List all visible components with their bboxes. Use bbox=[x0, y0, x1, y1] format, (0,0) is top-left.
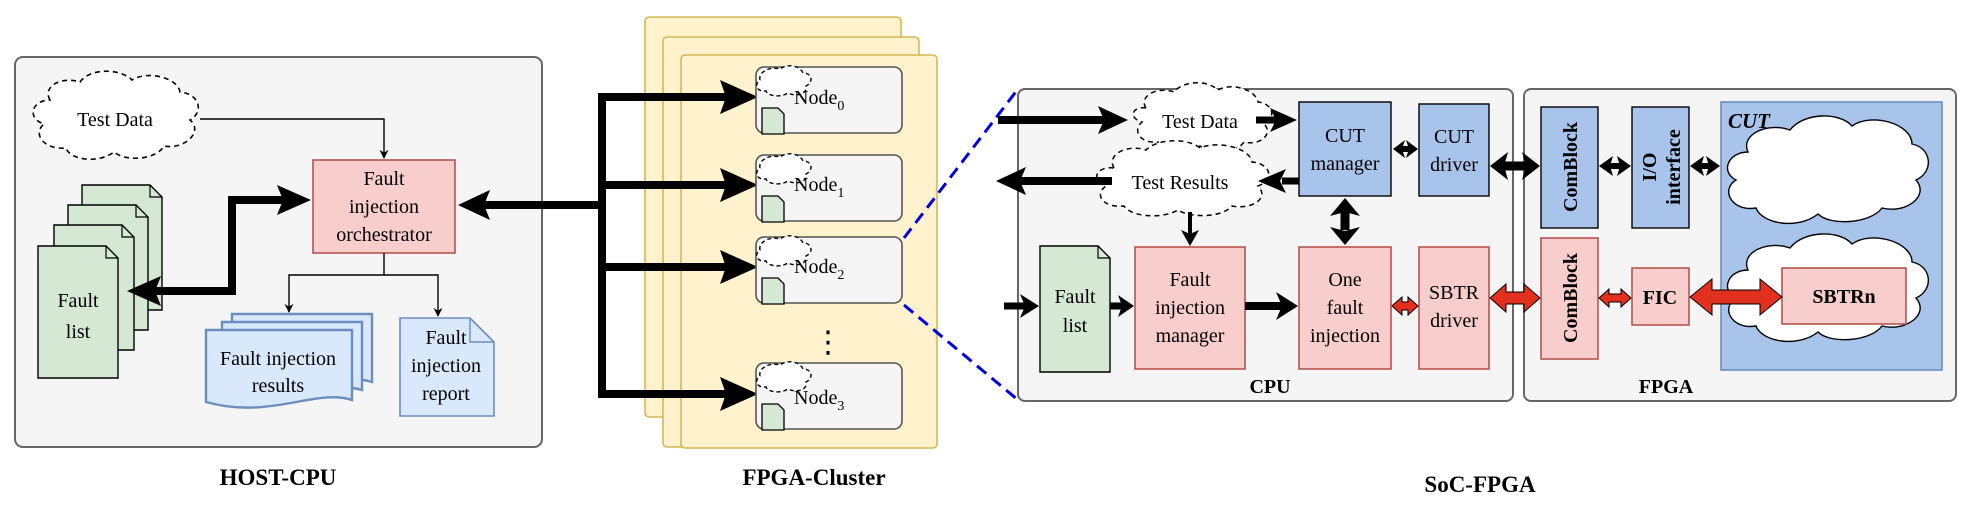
one-fault-injection: One fault injection bbox=[1298, 246, 1392, 370]
sbtrn-label: SBTRn bbox=[1812, 286, 1875, 308]
fault-injection-manager: Fault injection manager bbox=[1134, 246, 1246, 370]
cut-driver: CUT driver bbox=[1418, 103, 1490, 197]
cluster-node-2: Node2 bbox=[755, 235, 903, 305]
cut-manager-line1: CUT bbox=[1325, 125, 1365, 147]
sbtrn-block: SBTRn bbox=[1781, 267, 1907, 325]
soc-cpu-label: CPU bbox=[1249, 376, 1290, 398]
soc-test-data-cloud: Test Data bbox=[1132, 82, 1273, 153]
cut-manager-line2: manager bbox=[1311, 153, 1380, 175]
red-arrow-comblock-fic bbox=[1598, 287, 1632, 309]
fpga-cluster-section: Node0 Node1 Node2 ⋮ Node3 FPGA-Cluster bbox=[458, 16, 938, 490]
soc-black-arrows bbox=[996, 106, 1720, 320]
sbtr-driver-line2: driver bbox=[1430, 310, 1478, 332]
soc-fault-list-line2: list bbox=[1063, 315, 1088, 337]
fault-manager-line2: injection bbox=[1155, 297, 1225, 319]
fic-label: FIC bbox=[1643, 287, 1677, 309]
one-fault-line3: injection bbox=[1310, 325, 1380, 347]
report-line2: injection bbox=[411, 355, 481, 377]
orchestrator-fault-list-arrow bbox=[127, 185, 311, 306]
soc-test-results-cloud: Test Results bbox=[1096, 140, 1270, 217]
report-line3: report bbox=[422, 383, 470, 405]
fault-manager-line1: Fault bbox=[1169, 269, 1211, 291]
cut-driver-line1: CUT bbox=[1434, 126, 1474, 148]
host-test-data-cloud: Test Data bbox=[32, 70, 200, 160]
soc-test-data-label: Test Data bbox=[1162, 111, 1238, 133]
fault-injection-report: Fault injection report bbox=[399, 317, 495, 417]
io-interface-line1: I/O bbox=[1639, 153, 1661, 182]
host-fault-list-line1: Fault bbox=[57, 290, 99, 312]
host-cpu-section: Test Data Fault list Fault injection orc… bbox=[14, 56, 543, 490]
results-line2: results bbox=[252, 375, 304, 397]
comblock-top: ComBlock bbox=[1540, 106, 1599, 229]
host-thin-connectors bbox=[200, 118, 443, 317]
soc-fault-list: Fault list bbox=[1039, 245, 1111, 373]
soc-fpga-section: CUT Test Data Test Results CUT manager C… bbox=[996, 82, 1957, 497]
cut-driver-line2: driver bbox=[1430, 154, 1478, 176]
orchestrator-line1: Fault bbox=[363, 168, 405, 190]
cut-manager: CUT manager bbox=[1298, 101, 1392, 197]
node-0-label: Node0 bbox=[794, 87, 844, 114]
soc-fpga-label: FPGA bbox=[1639, 376, 1694, 398]
comblock-bottom: ComBlock bbox=[1540, 237, 1599, 360]
io-interface: I/O interface bbox=[1631, 106, 1690, 229]
red-arrow-fic-sbtrn bbox=[1689, 277, 1783, 317]
cut-cloud-top bbox=[1726, 115, 1930, 225]
cluster-node-0: Node0 bbox=[755, 65, 903, 135]
host-cpu-title: HOST-CPU bbox=[220, 465, 337, 490]
host-fault-list-doc bbox=[37, 245, 119, 379]
cluster-node-1: Node1 bbox=[755, 153, 903, 223]
soc-test-results-label: Test Results bbox=[1132, 172, 1229, 194]
orchestrator-line2: injection bbox=[349, 196, 419, 218]
cluster-node-3: Node3 bbox=[755, 361, 903, 431]
zoom-lines bbox=[902, 88, 1020, 402]
one-fault-line2: fault bbox=[1327, 297, 1364, 319]
one-fault-line1: One bbox=[1328, 269, 1361, 291]
fault-injection-results: Fault injection results bbox=[204, 312, 374, 409]
node-3-label: Node3 bbox=[794, 387, 844, 414]
node-1-label: Node1 bbox=[794, 174, 844, 201]
red-arrow-sbtrdriver-comblock bbox=[1489, 282, 1541, 314]
comblock-bottom-label: ComBlock bbox=[1560, 252, 1582, 343]
sbtr-driver-line1: SBTR bbox=[1429, 282, 1480, 304]
node-2-label: Node2 bbox=[794, 256, 844, 283]
soc-red-arrows bbox=[1391, 277, 1783, 317]
soc-fpga-title: SoC-FPGA bbox=[1424, 472, 1536, 497]
results-line1: Fault injection bbox=[220, 348, 336, 370]
soc-fault-list-line1: Fault bbox=[1054, 286, 1096, 308]
red-arrow-onefault-sbtrdriver bbox=[1391, 295, 1419, 317]
cluster-ellipsis: ⋮ bbox=[813, 325, 843, 360]
cluster-distribution-arrows bbox=[458, 80, 758, 411]
fpga-cluster-title: FPGA-Cluster bbox=[742, 465, 885, 490]
fic-block: FIC bbox=[1631, 267, 1690, 326]
sbtr-driver: SBTR driver bbox=[1418, 246, 1490, 370]
orchestrator-line3: orchestrator bbox=[336, 224, 432, 246]
report-line1: Fault bbox=[425, 327, 467, 349]
fault-injection-orchestrator: Fault injection orchestrator bbox=[312, 159, 456, 254]
io-interface-line2: interface bbox=[1663, 129, 1685, 205]
host-fault-list-line2: list bbox=[66, 321, 91, 343]
host-test-data-label: Test Data bbox=[77, 109, 153, 131]
fault-manager-line3: manager bbox=[1156, 325, 1225, 347]
comblock-top-label: ComBlock bbox=[1560, 121, 1582, 212]
